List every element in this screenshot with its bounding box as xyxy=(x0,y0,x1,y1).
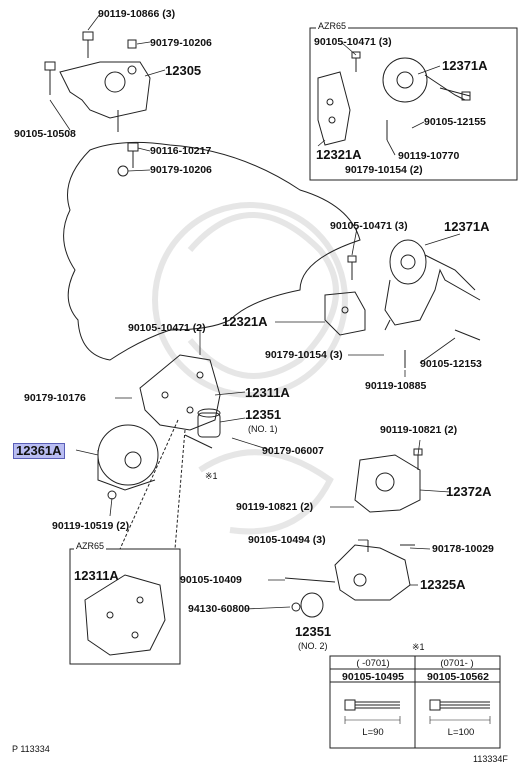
label-94130-60800[interactable]: 94130-60800 xyxy=(188,603,250,615)
bolt-drawing-90105-10495 xyxy=(344,699,401,724)
inset-title-azr65-bottom: AZR65 xyxy=(74,541,107,551)
label-12311A-inset[interactable]: 12311A xyxy=(74,568,119,583)
label-90105-10508[interactable]: 90105-10508 xyxy=(14,128,76,140)
inset-title-azr65-top: AZR65 xyxy=(316,21,349,31)
label-90105-10471-top[interactable]: 90105-10471 (3) xyxy=(314,36,392,48)
label-90119-10885[interactable]: 90119-10885 xyxy=(365,380,427,392)
leader-lines xyxy=(49,13,461,610)
label-12351-no1-sub: (NO. 1) xyxy=(248,424,278,434)
label-90105-10471-mid[interactable]: 90105-10471 (3) xyxy=(330,220,408,232)
label-90179-10176[interactable]: 90179-10176 xyxy=(24,392,86,404)
table-col1-part[interactable]: 90105-10495 xyxy=(342,671,404,683)
label-90116-10217[interactable]: 90116-10217 xyxy=(150,145,212,157)
label-90179-10154-top[interactable]: 90179-10154 (2) xyxy=(345,164,423,176)
bolt-table xyxy=(329,655,501,749)
inset-leader-lines xyxy=(119,419,186,550)
label-90179-10206[interactable]: 90179-10206 xyxy=(150,37,212,49)
table-col2-header: (0701- ) xyxy=(440,658,474,669)
background-watermark xyxy=(152,202,348,535)
label-12361A-highlighted[interactable]: 12361A xyxy=(13,443,65,459)
table-col1-header: ( -0701) xyxy=(356,658,390,669)
label-90179-06007[interactable]: 90179-06007 xyxy=(262,445,324,457)
bracket-12311A-inset xyxy=(84,574,166,656)
label-12371A-mid[interactable]: 12371A xyxy=(444,219,490,234)
bolt-drawing-90105-10562 xyxy=(429,699,491,724)
table-mark: ※1 xyxy=(412,642,425,652)
label-90119-10519[interactable]: 90119-10519 (2) xyxy=(52,520,130,532)
bolt-long-mark1 xyxy=(184,434,213,449)
bracket-12325A xyxy=(334,540,415,601)
label-90105-12153[interactable]: 90105-12153 xyxy=(420,358,482,370)
engine-mount-12371A-mid xyxy=(384,239,481,331)
table-col2-length: L=100 xyxy=(447,727,475,738)
label-12351-no2-sub: (NO. 2) xyxy=(298,641,328,651)
label-90119-10821-b[interactable]: 90119-10821 (2) xyxy=(236,501,314,513)
label-12351-no2[interactable]: 12351 xyxy=(295,624,332,639)
label-90178-10029[interactable]: 90178-10029 xyxy=(432,543,494,555)
label-12371A-top[interactable]: 12371A xyxy=(442,58,488,73)
bolt-90105-10409 xyxy=(284,577,336,583)
footer-left-code: P 113334 xyxy=(12,744,50,754)
label-90105-10494[interactable]: 90105-10494 (3) xyxy=(248,534,326,546)
table-col2-part[interactable]: 90105-10562 xyxy=(427,671,489,683)
azr65-bottom-inset xyxy=(69,548,181,665)
label-12321A-top[interactable]: 12321A xyxy=(316,147,362,162)
label-12321A-mid[interactable]: 12321A xyxy=(222,314,268,329)
bracket-12321A-top xyxy=(317,51,361,146)
label-90119-10821-a[interactable]: 90119-10821 (2) xyxy=(380,424,458,436)
engine-outline xyxy=(63,141,361,361)
label-90119-10866[interactable]: 90119-10866 (3) xyxy=(98,8,176,20)
label-90179-10154-3[interactable]: 90179-10154 (3) xyxy=(265,349,343,361)
azr65-top-inset xyxy=(309,27,518,181)
engine-mount-12361A xyxy=(97,424,159,500)
label-90105-12155[interactable]: 90105-12155 xyxy=(424,116,486,128)
engine-mount-12305 xyxy=(44,31,151,132)
label-90105-10409[interactable]: 90105-10409 xyxy=(180,574,242,586)
spacer-12351-no1 xyxy=(197,408,221,438)
label-12305[interactable]: 12305 xyxy=(165,63,202,78)
bracket-12311A xyxy=(139,354,221,431)
engine-mount-12371A-top xyxy=(382,57,471,103)
label-12372A[interactable]: 12372A xyxy=(446,484,492,499)
spacer-12351-no2 xyxy=(291,592,324,618)
bolt-90105-12153 xyxy=(454,329,481,341)
label-12311A[interactable]: 12311A xyxy=(245,385,290,400)
engine-mount-12372A xyxy=(354,448,423,513)
label-90105-10471-2[interactable]: 90105-10471 (2) xyxy=(128,322,206,334)
label-12351-no1[interactable]: 12351 xyxy=(245,407,282,422)
label-90119-10770[interactable]: 90119-10770 xyxy=(398,150,460,162)
label-mark1: ※1 xyxy=(205,471,218,481)
footer-right-code: 113334F xyxy=(473,754,508,764)
label-90179-10206-b[interactable]: 90179-10206 xyxy=(150,164,212,176)
bracket-12321A-mid xyxy=(324,255,366,336)
label-12325A[interactable]: 12325A xyxy=(420,577,466,592)
table-col1-length: L=90 xyxy=(362,727,384,738)
